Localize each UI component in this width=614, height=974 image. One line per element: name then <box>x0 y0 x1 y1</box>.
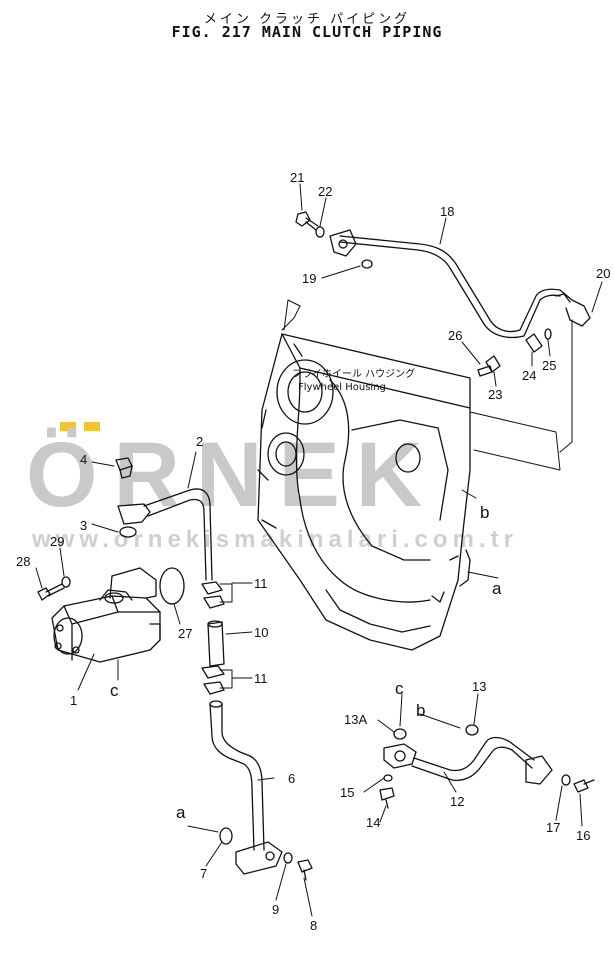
callout-7: 7 <box>200 866 207 881</box>
elbow-20 <box>555 289 591 327</box>
o-ring-13a <box>393 728 407 740</box>
housing-label-japanese: フライホイール ハウジング <box>292 367 415 380</box>
pipe-18 <box>329 229 561 339</box>
valve-body-1 <box>51 589 161 663</box>
callout-29: 29 <box>50 534 64 549</box>
callout-25: 25 <box>542 358 556 373</box>
callout-labels: 1 2 3 4 6 7 8 9 10 11 11 12 13 13A 14 15… <box>16 170 610 933</box>
o-ring-19 <box>361 259 373 269</box>
bolt-26 <box>477 365 493 377</box>
callout-26: 26 <box>448 328 462 343</box>
watermark-brand: ÖRNEK <box>26 424 438 526</box>
o-ring-7 <box>219 827 233 845</box>
connection-b-pipe: b <box>416 701 425 720</box>
callout-10: 10 <box>254 625 268 640</box>
clamp-23 <box>485 355 501 373</box>
callout-2: 2 <box>196 434 203 449</box>
callout-8: 8 <box>310 918 317 933</box>
callout-1: 1 <box>70 693 77 708</box>
connection-c-pipe: c <box>395 679 404 698</box>
leader-lines <box>35 183 603 917</box>
callout-9: 9 <box>272 902 279 917</box>
connection-letters: a a b b c c <box>110 503 502 822</box>
housing-label-english: Flywheel Housing <box>298 382 386 393</box>
callout-15: 15 <box>340 785 354 800</box>
watermark-accent-left <box>60 422 76 431</box>
connection-a-lower: a <box>176 803 186 822</box>
pipe-2 <box>117 488 213 581</box>
bolt-8 <box>297 859 313 881</box>
callout-24: 24 <box>522 368 536 383</box>
washer-22 <box>315 226 325 238</box>
o-ring-27 <box>159 567 185 605</box>
callout-21: 21 <box>290 170 304 185</box>
plug-4 <box>115 457 133 479</box>
callout-16: 16 <box>576 828 590 843</box>
pipe-12 <box>383 736 553 785</box>
callout-23: 23 <box>488 387 502 402</box>
washer-29 <box>61 576 71 588</box>
connection-a-housing: a <box>492 579 502 598</box>
clamp-24 <box>525 333 543 353</box>
o-ring-3 <box>119 526 137 538</box>
callout-14: 14 <box>366 815 380 830</box>
washer-9 <box>283 852 293 864</box>
bolt-16 <box>573 779 595 793</box>
pipe-extension <box>559 319 573 453</box>
callout-12: 12 <box>450 794 464 809</box>
bolt-21 <box>295 211 319 231</box>
hose-10 <box>207 620 225 667</box>
callout-27: 27 <box>178 626 192 641</box>
callout-18: 18 <box>440 204 454 219</box>
callout-19: 19 <box>302 271 316 286</box>
callout-17: 17 <box>546 820 560 835</box>
clamp-11-upper <box>201 581 225 609</box>
bolt-14 <box>379 787 395 809</box>
flywheel-housing: フライホイール ハウジング Flywheel Housing <box>257 299 561 651</box>
watermark-accent-right <box>84 422 100 431</box>
watermark-url: www.ornekismakinalari.com.tr <box>31 526 518 553</box>
callout-11-lower: 11 <box>254 671 268 686</box>
callout-3: 3 <box>80 518 87 533</box>
pipe-6 <box>209 700 283 875</box>
bolt-28 <box>37 583 65 601</box>
title-japanese: メイン クラッチ パイピング <box>203 12 411 27</box>
clamp-11-lower <box>201 665 225 695</box>
washer-15 <box>383 774 393 782</box>
connection-b-housing: b <box>480 503 489 522</box>
washer-17 <box>561 774 571 786</box>
callout-6: 6 <box>288 771 295 786</box>
callout-20: 20 <box>596 266 610 281</box>
callout-13a: 13A <box>344 712 367 727</box>
o-ring-13 <box>465 724 479 736</box>
flange-block <box>109 567 157 599</box>
callout-13: 13 <box>472 679 486 694</box>
washer-25 <box>544 328 552 340</box>
connection-c-valve: c <box>110 681 119 700</box>
callout-22: 22 <box>318 184 332 199</box>
figure-title: FIG. 217 MAIN CLUTCH PIPING <box>171 23 443 41</box>
callout-4: 4 <box>80 452 87 467</box>
callout-11-upper: 11 <box>254 576 268 591</box>
callout-28: 28 <box>16 554 30 569</box>
